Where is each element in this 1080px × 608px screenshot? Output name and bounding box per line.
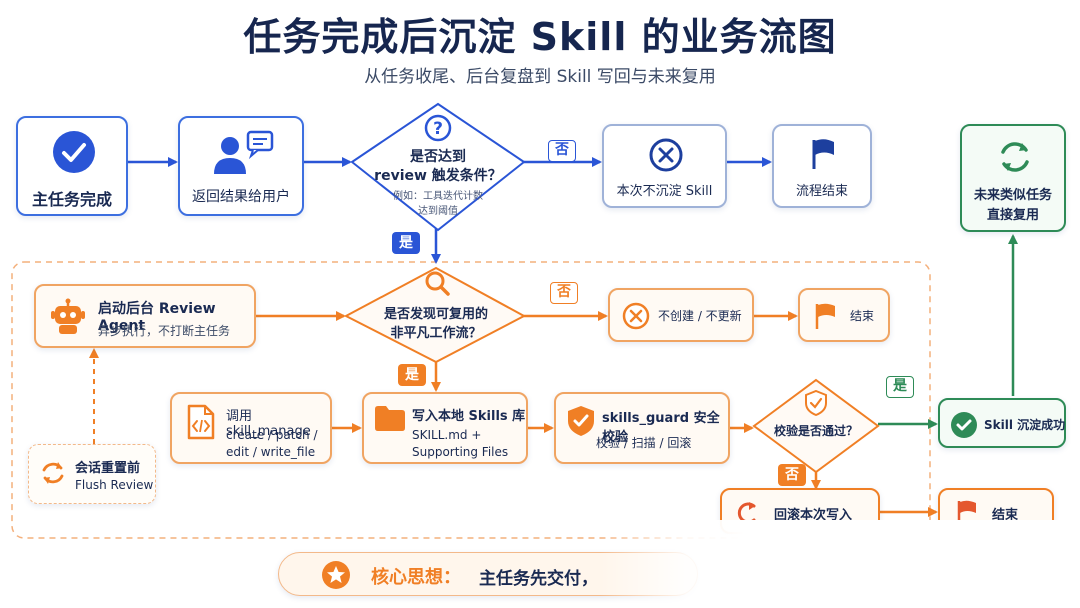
end-node-1: 结束 xyxy=(798,288,890,342)
no-save-label: 本次不沉淀 Skill xyxy=(616,184,713,199)
success-node: Skill 沉淀成功 xyxy=(938,398,1066,448)
review-check-note-line2: 达到阈值 xyxy=(418,206,458,217)
flag-icon xyxy=(812,139,834,169)
review-check-note-line1: 例如：工具迭代计数 xyxy=(393,191,483,202)
magnifier-icon xyxy=(425,271,450,296)
write-local-sub2: Supporting Files xyxy=(412,445,509,459)
verify-yes-badge: 是 xyxy=(886,376,914,398)
core-idea-label: 核心思想： xyxy=(371,567,461,588)
future-reuse-line2: 直接复用 xyxy=(986,208,1039,223)
robot-icon xyxy=(51,298,85,334)
future-reuse-node: 未来类似任务 直接复用 xyxy=(960,124,1066,232)
start-review-agent-node: 启动后台 Review Agent 异步执行，不打断主任务 xyxy=(34,284,256,348)
folder-icon xyxy=(375,406,405,431)
check-circle-icon xyxy=(53,131,95,173)
guard-title: skills_guard 安全校验 xyxy=(602,411,720,445)
question-icon: ? xyxy=(424,114,452,142)
no-create-node: 不创建 / 不更新 xyxy=(608,288,754,342)
write-local-sub1: SKILL.md + xyxy=(412,428,482,442)
verify-label: 校验是否通过？ xyxy=(773,424,858,438)
skill-manage-title: 调用 skill_manage xyxy=(226,409,311,439)
branch-yes-badge: 是 xyxy=(392,232,420,254)
page-subtitle: 从任务收尾、后台复盘到 Skill 写回与未来复用 xyxy=(364,67,716,87)
discover-line2: 非平凡工作流？ xyxy=(390,326,482,341)
discover-line1: 是否发现可复用的 xyxy=(383,307,488,322)
guard-sub: 校验 / 扫描 / 回滚 xyxy=(596,436,692,450)
future-reuse-line1: 未来类似任务 xyxy=(973,188,1052,203)
core-idea-text: 主任务先交付， xyxy=(479,569,598,589)
page-title: 任务完成后沉淀 Skill 的业务流图 xyxy=(243,15,837,59)
review-check-line1: 是否达到 xyxy=(410,149,466,165)
shield-check-icon xyxy=(568,406,594,436)
main-done-node: 主任务完成 xyxy=(16,116,128,216)
write-local-title: 写入本地 Skills 库 xyxy=(412,409,526,424)
skills-guard-node: skills_guard 安全校验 校验 / 扫描 / 回滚 xyxy=(554,392,730,464)
svg-text:?: ? xyxy=(433,119,443,139)
return-result-label: 返回结果给用户 xyxy=(192,189,290,205)
discover-diamond xyxy=(343,266,527,364)
review-zone-border xyxy=(11,261,931,539)
fade-overlay xyxy=(600,520,1080,608)
shield-verify-icon xyxy=(805,390,827,416)
rollback-label: 回滚本次写入 xyxy=(774,508,853,523)
session-reset-line1: 会话重置前 xyxy=(75,461,141,476)
session-reset-line2: Flush Review xyxy=(75,478,154,492)
verify-no-badge: 否 xyxy=(778,464,806,486)
close-circle-icon xyxy=(649,138,683,172)
success-label: Skill 沉淀成功 xyxy=(984,418,1066,432)
main-done-label: 主任务完成 xyxy=(31,190,112,209)
session-reset-node: 会话重置前 Flush Review xyxy=(28,444,156,504)
skill-manage-sub1: create / patch / xyxy=(226,428,318,442)
flow-end-node: 流程结束 xyxy=(772,124,872,208)
start-agent-sub: 异步执行，不打断主任务 xyxy=(98,324,231,338)
review-check-line2: review 触发条件？ xyxy=(374,168,502,184)
flag-orange-icon xyxy=(815,303,835,329)
star-badge-icon xyxy=(322,561,350,589)
end-1-label: 结束 xyxy=(850,309,875,323)
verify-diamond xyxy=(752,378,880,474)
refresh-icon xyxy=(1001,142,1029,172)
end-2-label: 结束 xyxy=(992,508,1019,523)
review-check-diamond xyxy=(350,102,526,232)
return-result-node: 返回结果给用户 xyxy=(178,116,304,216)
user-message-icon xyxy=(214,130,274,174)
skill-manage-sub2: edit / write_file xyxy=(226,445,316,459)
check-circle-green-icon xyxy=(951,412,977,438)
write-local-node: 写入本地 Skills 库 SKILL.md + Supporting File… xyxy=(362,392,528,464)
no-save-node: 本次不沉淀 Skill xyxy=(602,124,727,208)
flow-end-label: 流程结束 xyxy=(795,184,848,199)
code-file-icon xyxy=(187,404,215,440)
discover-no-badge: 否 xyxy=(550,282,578,304)
no-create-label: 不创建 / 不更新 xyxy=(658,309,742,323)
close-circle-orange-icon xyxy=(622,302,650,330)
skill-manage-node: 调用 skill_manage create / patch / edit / … xyxy=(170,392,332,464)
discover-yes-badge: 是 xyxy=(398,364,426,386)
start-agent-title: 启动后台 Review Agent xyxy=(98,301,216,334)
branch-no-badge: 否 xyxy=(548,140,576,162)
sync-icon xyxy=(42,462,64,484)
